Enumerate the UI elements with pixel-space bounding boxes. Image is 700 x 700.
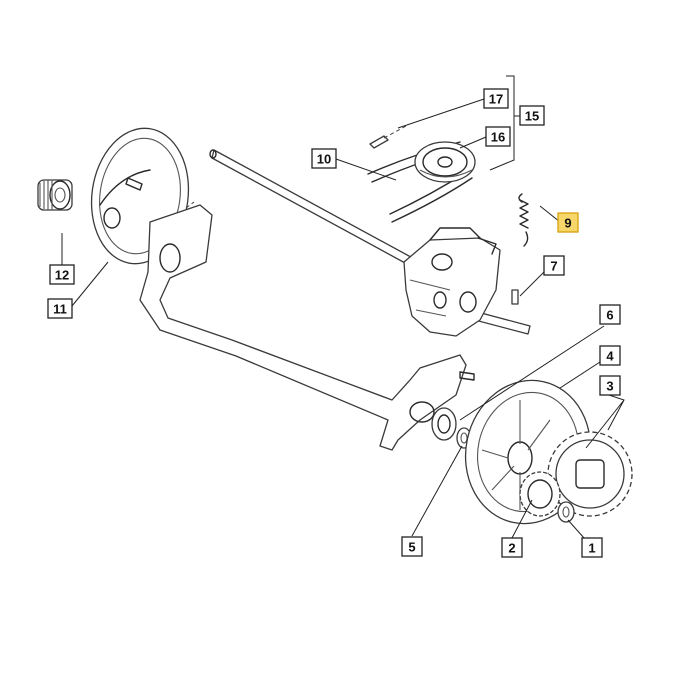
pin-part xyxy=(369,125,407,149)
svg-text:7: 7 xyxy=(550,259,557,274)
callout-9: 9 xyxy=(557,212,579,233)
key-pin-part xyxy=(511,289,519,305)
small-washer-part xyxy=(557,501,575,523)
callout-10: 10 xyxy=(311,148,337,169)
svg-text:4: 4 xyxy=(606,349,614,364)
svg-text:6: 6 xyxy=(606,308,613,323)
bearing-part xyxy=(431,407,457,441)
svg-text:9: 9 xyxy=(564,216,571,231)
gearbox-part xyxy=(403,227,501,337)
callout-16: 16 xyxy=(485,126,511,147)
callout-7: 7 xyxy=(543,255,565,276)
callout-12: 12 xyxy=(49,264,75,285)
svg-text:3: 3 xyxy=(606,379,613,394)
callout-11: 11 xyxy=(47,298,73,319)
callout-6: 6 xyxy=(599,304,621,325)
pulley-part xyxy=(414,141,476,183)
callout-1: 1 xyxy=(581,537,603,558)
callout-5: 5 xyxy=(401,536,423,557)
group-bracket-15 xyxy=(489,75,515,171)
leader-lines xyxy=(61,98,625,539)
drive-gear-part xyxy=(547,431,633,517)
svg-text:17: 17 xyxy=(489,92,503,107)
svg-text:2: 2 xyxy=(508,541,515,556)
support-bracket xyxy=(139,201,475,451)
callout-17: 17 xyxy=(483,88,509,109)
svg-text:16: 16 xyxy=(491,130,505,145)
callout-2: 2 xyxy=(501,537,523,558)
spring-part xyxy=(518,193,529,247)
svg-text:12: 12 xyxy=(55,268,69,283)
callout-4: 4 xyxy=(599,345,621,366)
svg-text:1: 1 xyxy=(588,541,595,556)
callout-15: 15 xyxy=(519,105,545,126)
svg-text:10: 10 xyxy=(317,152,331,167)
svg-text:11: 11 xyxy=(53,302,67,317)
svg-text:5: 5 xyxy=(408,540,415,555)
callout-3: 3 xyxy=(599,375,621,396)
small-gear-part xyxy=(37,179,73,211)
svg-text:15: 15 xyxy=(525,109,539,124)
pinion-part xyxy=(519,471,561,517)
